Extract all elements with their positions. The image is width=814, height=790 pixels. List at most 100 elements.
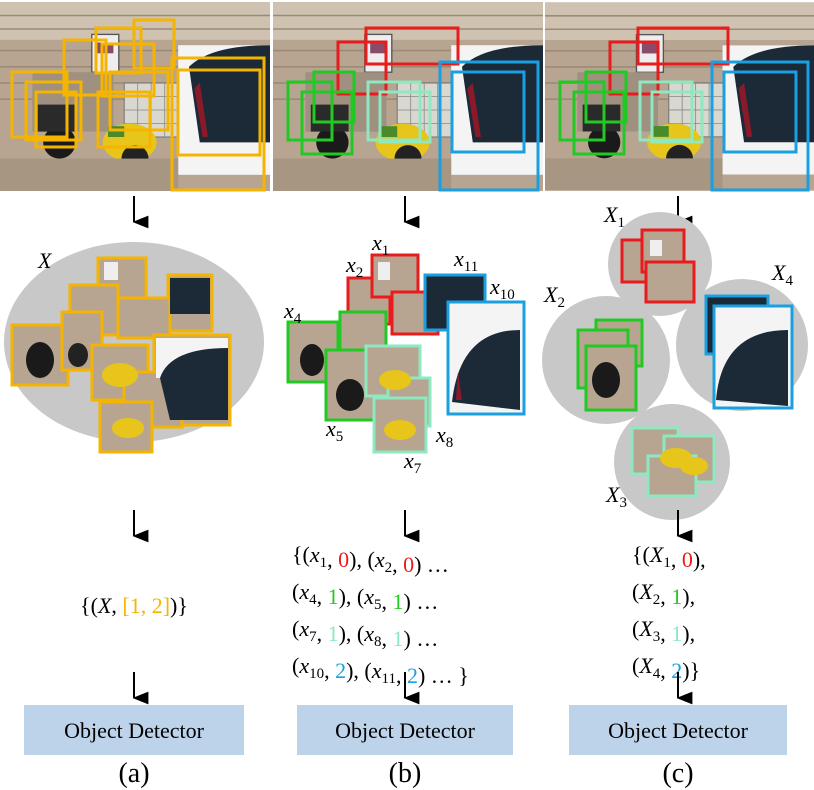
formula-text: ), ( (349, 547, 375, 572)
panel-c-clusters: X1 X2 X3 X4 (542, 202, 808, 520)
patch-label-x1-var: x (371, 230, 382, 255)
formula-text: ( (292, 579, 299, 604)
formula-class-label: 2 (335, 658, 346, 683)
patch-label-x1: x1 (371, 230, 389, 259)
formula-text: , (392, 552, 403, 577)
panel-b-patches (286, 253, 526, 454)
formula-text: ) … (414, 552, 449, 577)
formula-subscript: 4 (309, 592, 317, 608)
formula-subscript: 7 (309, 629, 317, 645)
formula-text: ), (682, 584, 695, 609)
formula-class-label: 1 (671, 621, 682, 646)
panel-a: X {(X, [1, 2])} Object Detector (a) (0, 0, 270, 789)
formula-subscript: 10 (309, 666, 324, 682)
formula-class-label: 1 (671, 584, 682, 609)
formula-variable: x (363, 621, 374, 646)
formula-subscript: 8 (374, 634, 382, 650)
formula-line: (X4, 2)} (632, 653, 700, 683)
panel-a-formula: {(X, [1, 2])} (80, 593, 188, 618)
panel-c-caption: (c) (662, 758, 693, 789)
formula-text: {( (292, 542, 310, 567)
patch-label-x5: x5 (325, 416, 343, 445)
patch-label-x10: x10 (489, 274, 515, 303)
patch-label-x11-sub: 11 (464, 259, 478, 275)
formula-subscript: 1 (663, 555, 671, 571)
panel-a-proposal-boxes (10, 18, 266, 192)
formula-text: , (660, 584, 671, 609)
formula-text: ( (632, 653, 639, 678)
patch-label-x10-var: x (489, 274, 500, 299)
panel-b-caption: (b) (389, 758, 422, 789)
formula-a-close: )} (170, 593, 188, 618)
formula-text: , (660, 658, 671, 683)
patch-label-x8: x8 (435, 422, 453, 451)
formula-text: ), ( (339, 584, 365, 609)
formula-text: )} (682, 658, 700, 683)
cluster-label-x3-sub: 3 (619, 495, 627, 511)
formula-variable: x (371, 658, 382, 683)
panel-b-detector-label: Object Detector (335, 718, 476, 743)
formula-text: ) … (404, 589, 439, 614)
cluster-label-x2: X2 (543, 282, 565, 311)
formula-text: ) … } (418, 663, 469, 688)
formula-class-label: 0 (403, 552, 414, 577)
cluster-label-x3: X3 (605, 482, 627, 511)
formula-subscript: 2 (385, 560, 393, 576)
cluster-label-x4-sub: 4 (785, 273, 793, 289)
formula-variable: x (298, 616, 309, 641)
formula-text: ), ( (339, 621, 365, 646)
formula-text: ), (682, 621, 695, 646)
panel-c-proposal-boxes (558, 26, 810, 192)
formula-variable: x (374, 547, 385, 572)
formula-class-label: 0 (682, 547, 693, 572)
formula-text: , (396, 663, 407, 688)
formula-text: , (324, 658, 335, 683)
formula-subscript: 3 (653, 629, 661, 645)
patch-label-x7: x7 (403, 448, 422, 477)
formula-class-label: 1 (328, 621, 339, 646)
panel-a-detector-box (24, 705, 244, 755)
formula-variable: X (649, 542, 665, 567)
panel-a-caption: (a) (118, 758, 149, 789)
cluster-label-x2-var: X (543, 282, 559, 307)
formula-line: (X3, 1), (632, 616, 695, 646)
panel-a-detector-label: Object Detector (64, 718, 205, 743)
patch-label-x4-var: x (283, 298, 294, 323)
panel-b-detector-box (297, 705, 513, 755)
formula-subscript: 2 (653, 592, 661, 608)
formula-class-label: 1 (328, 584, 339, 609)
formula-variable: x (363, 584, 374, 609)
formula-class-label: 2 (407, 663, 418, 688)
panel-b-proposal-boxes (286, 26, 540, 192)
formula-variable: x (298, 653, 309, 678)
formula-a-open: {( (80, 593, 98, 618)
formula-line: (x10, 2), (x11, 2) … } (292, 653, 469, 688)
formula-text: , (382, 626, 393, 651)
formula-line: {(x1, 0), (x2, 0) … (292, 542, 449, 577)
formula-class-label: 1 (393, 589, 404, 614)
formula-text: ( (632, 579, 639, 604)
formula-text: ( (292, 653, 299, 678)
patch-label-x2: x2 (345, 252, 363, 281)
cluster-label-x1: X1 (603, 202, 625, 231)
patch-label-x4: x4 (283, 298, 302, 327)
patch-label-x7-var: x (403, 448, 414, 473)
formula-variable: X (638, 616, 654, 641)
formula-text: , (671, 547, 682, 572)
formula-subscript: 11 (382, 671, 396, 687)
formula-text: ), (693, 547, 706, 572)
cluster-label-x4-var: X (771, 260, 787, 285)
formula-text: ( (632, 616, 639, 641)
formula-subscript: 4 (653, 666, 661, 682)
formula-text: ) … (404, 626, 439, 651)
formula-line: {(X1, 0), (632, 542, 706, 572)
formula-text: ( (292, 616, 299, 641)
formula-a-label: [1, 2] (122, 593, 170, 618)
patch-label-x5-var: x (325, 416, 336, 441)
formula-class-label: 2 (671, 658, 682, 683)
formula-a-var: X (97, 593, 113, 618)
bag-label-x: X (37, 248, 53, 273)
patch-label-x5-sub: 5 (336, 429, 344, 445)
cluster-label-x3-var: X (605, 482, 621, 507)
